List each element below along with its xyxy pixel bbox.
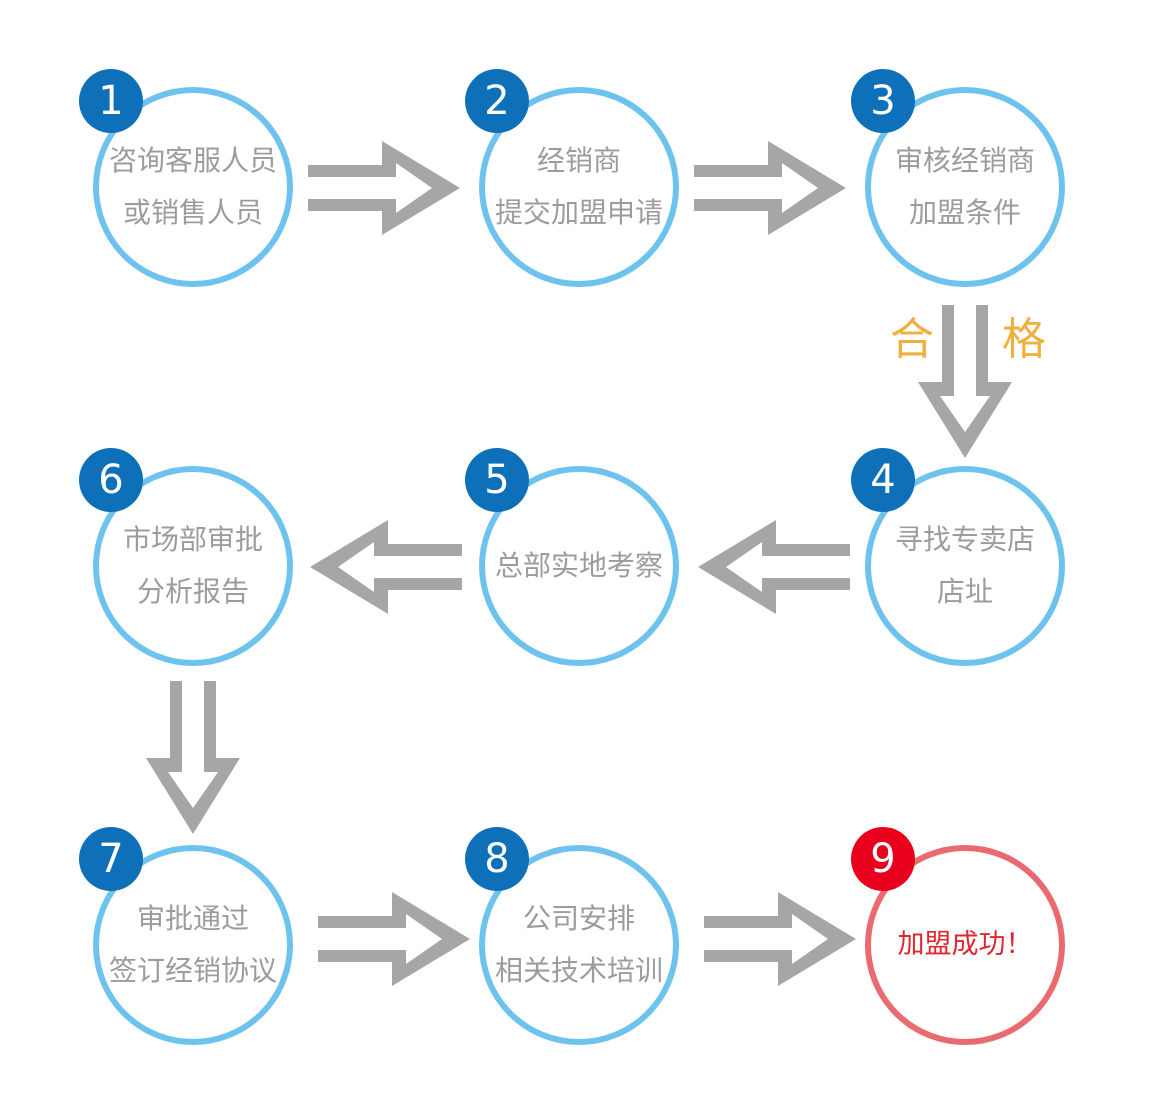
step-label-line-1: 加盟成功！	[897, 929, 1033, 960]
step-label-line-1: 公司安排	[522, 902, 635, 935]
step-label-line-2: 相关技术培训	[494, 954, 663, 987]
step-label-line-2: 签订经销协议	[108, 954, 277, 987]
step-number-badge: 7	[79, 827, 143, 891]
step-label-line-2: 店址	[936, 575, 993, 608]
step-label: 寻找专卖店 店址	[865, 466, 1065, 666]
arrow-1-to-2	[308, 141, 460, 235]
arrow-4-to-5	[698, 520, 850, 614]
step-3: 审核经销商 加盟条件 3	[851, 69, 1065, 287]
step-label-line-1: 审批通过	[136, 902, 249, 935]
arrow-5-to-6	[310, 520, 462, 614]
step-7: 审批通过 签订经销协议 7	[79, 827, 293, 1045]
step-label-line-1: 寻找专卖店	[894, 523, 1035, 556]
qualified-label-left: 合	[890, 314, 934, 365]
step-label-line-1: 咨询客服人员	[108, 144, 277, 177]
step-number-badge: 1	[79, 69, 143, 133]
step-label-line-2: 分析报告	[136, 575, 249, 608]
step-label: 公司安排 相关技术培训	[479, 845, 679, 1045]
step-5: 总部实地考察 5	[465, 448, 679, 666]
step-6: 市场部审批 分析报告 6	[79, 448, 293, 666]
step-label: 市场部审批 分析报告	[93, 466, 293, 666]
step-circle	[865, 845, 1065, 1045]
step-label-line-1: 审核经销商	[894, 144, 1035, 177]
qualified-label-right: 格	[1002, 314, 1046, 365]
step-label-line-1: 市场部审批	[122, 523, 263, 556]
step-2: 经销商 提交加盟申请 2	[465, 69, 679, 287]
step-9: 加盟成功！ 9	[851, 827, 1065, 1045]
step-label: 总部实地考察	[479, 466, 679, 666]
arrow-3-to-4	[918, 305, 1012, 458]
step-4: 寻找专卖店 店址 4	[851, 448, 1065, 666]
step-label-line-1: 总部实地考察	[494, 549, 663, 582]
arrow-8-to-9	[704, 892, 856, 986]
arrow-2-to-3	[694, 141, 846, 235]
step-label-line-2: 加盟条件	[908, 196, 1021, 229]
step-number-badge: 6	[79, 448, 143, 512]
step-label: 加盟成功！	[865, 845, 1065, 1045]
step-label: 咨询客服人员 或销售人员	[93, 87, 293, 287]
step-label-line-1: 经销商	[536, 144, 621, 177]
step-number-badge: 3	[851, 69, 915, 133]
step-label: 经销商 提交加盟申请	[479, 87, 679, 287]
arrow-7-to-8	[318, 892, 470, 986]
step-label-line-2: 提交加盟申请	[494, 196, 663, 229]
step-label: 审核经销商 加盟条件	[865, 87, 1065, 287]
arrow-6-to-7	[146, 681, 240, 834]
step-8: 公司安排 相关技术培训 8	[465, 827, 679, 1045]
step-number-badge: 8	[465, 827, 529, 891]
step-label: 审批通过 签订经销协议	[93, 845, 293, 1045]
step-label-line-2: 或销售人员	[122, 196, 263, 229]
step-number-badge: 5	[465, 448, 529, 512]
step-number-badge: 4	[851, 448, 915, 512]
step-1: 咨询客服人员 或销售人员 1	[79, 69, 293, 287]
step-number-badge: 9	[851, 827, 915, 891]
step-number-badge: 2	[465, 69, 529, 133]
